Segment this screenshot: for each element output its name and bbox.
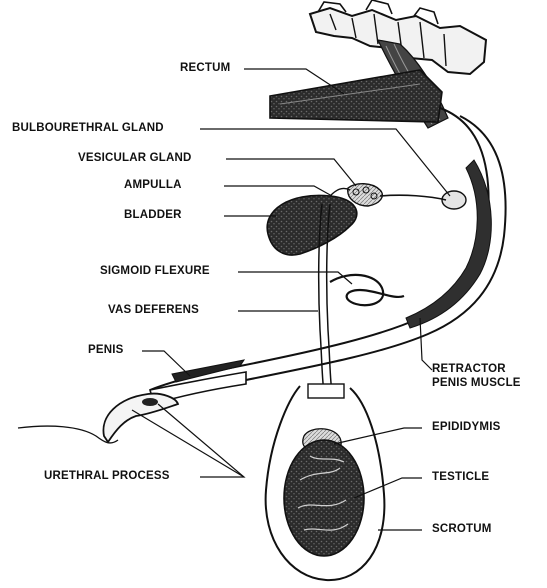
label-sigmoid-flexure: SIGMOID FLEXURE (100, 265, 210, 278)
label-bulbourethral-gland: BULBOURETHRAL GLAND (12, 122, 164, 135)
label-retractor-line2: PENIS MUSCLE (432, 377, 521, 390)
label-vas-deferens: VAS DEFERENS (108, 304, 199, 317)
testicle-organ (284, 440, 364, 556)
bladder-organ (267, 195, 357, 255)
sigmoid-flexure (330, 275, 404, 305)
retractor-penis-muscle (406, 160, 491, 328)
label-ampulla: AMPULLA (124, 179, 182, 192)
label-urethral-process: URETHRAL PROCESS (44, 470, 170, 483)
ampulla-duct (330, 188, 350, 196)
label-retractor-line1: RETRACTOR (432, 363, 506, 376)
glans-tip (103, 394, 178, 442)
label-rectum: RECTUM (180, 62, 230, 75)
label-scrotum: SCROTUM (432, 523, 492, 536)
label-epididymis: EPIDIDYMIS (432, 421, 500, 434)
label-vesicular-gland: VESICULAR GLAND (78, 152, 192, 165)
urethra-tract (150, 108, 506, 404)
label-testicle: TESTICLE (432, 471, 489, 484)
label-penis: PENIS (88, 344, 124, 357)
vesicular-gland (348, 184, 383, 206)
rectum-organ (270, 70, 442, 122)
pelvic-urethra (380, 195, 446, 200)
label-bladder: BLADDER (124, 209, 182, 222)
